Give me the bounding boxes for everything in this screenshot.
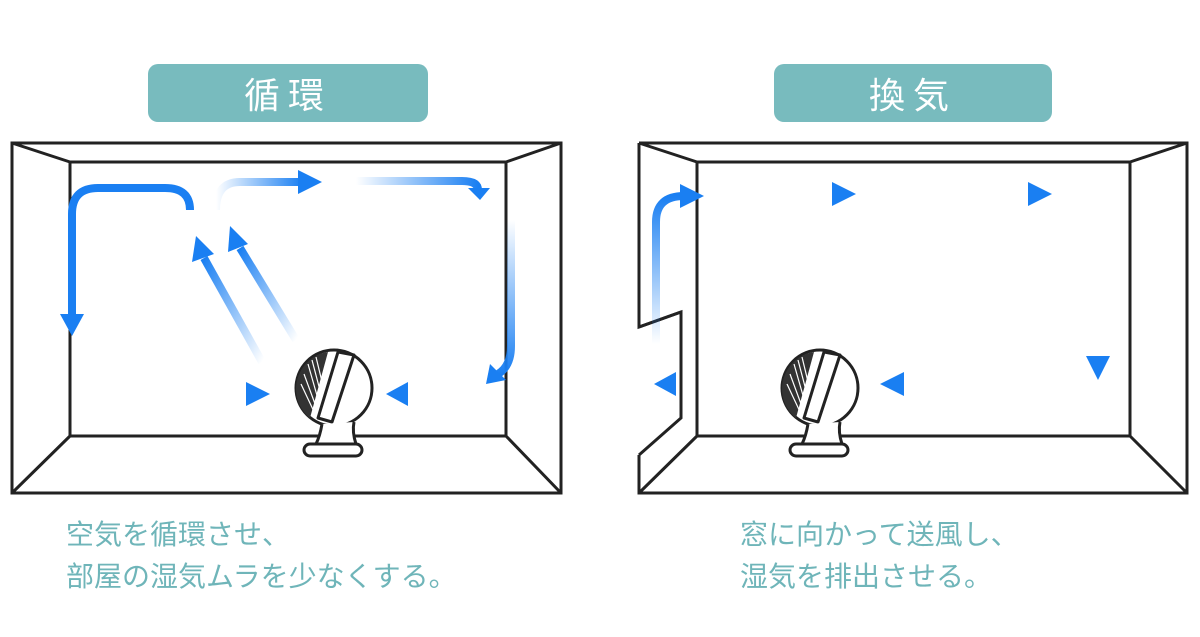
ventilation-caption-line2: 湿気を排出させる。 xyxy=(740,560,993,593)
circulation-caption: 空気を循環させ、 部屋の湿気ムラを少なくする。 xyxy=(66,514,457,598)
airflow-arrow-icon xyxy=(212,178,302,211)
airflow-arrow-icon xyxy=(880,372,904,396)
ventilation-title: 換気 xyxy=(868,76,957,117)
airflow-arrow-icon xyxy=(486,364,506,384)
airflow-arrow-icon xyxy=(1086,356,1110,380)
airflow-arrow-icon xyxy=(654,372,676,396)
airflow-arrow-icon xyxy=(236,245,300,343)
circulator-fan-icon xyxy=(294,348,374,458)
airflow-arrow-icon xyxy=(495,220,515,378)
ventilation-title-badge: 換気 xyxy=(774,64,1052,122)
airflow-arrow-icon xyxy=(200,256,266,364)
airflow-arrow-icon xyxy=(652,192,685,344)
airflow-arrow-icon xyxy=(386,382,408,406)
circulation-title-badge: 循環 xyxy=(148,64,428,122)
circulation-caption-line2: 部屋の湿気ムラを少なくする。 xyxy=(66,560,457,593)
airflow-arrow-icon xyxy=(60,314,84,336)
airflow-arrow-icon xyxy=(680,184,704,208)
airflow-arrow-icon xyxy=(832,182,856,206)
airflow-arrow-icon xyxy=(246,382,270,406)
airflow-arrow-icon xyxy=(298,170,322,194)
circulation-title: 循環 xyxy=(243,76,332,117)
airflow-arrow-icon xyxy=(228,226,248,252)
airflow-arrow-icon xyxy=(68,184,194,318)
airflow-arrow-icon xyxy=(1028,182,1052,206)
airflow-arrow-icon xyxy=(468,188,490,200)
airflow-arrow-icon xyxy=(192,236,214,262)
ventilation-caption-line1: 窓に向かって送風し、 xyxy=(740,518,1019,551)
airflow-arrow-icon xyxy=(356,177,482,191)
ventilation-airflow-arrows xyxy=(652,182,1110,396)
circulator-fan-icon xyxy=(780,348,860,458)
circulation-caption-line1: 空気を循環させ、 xyxy=(66,518,291,551)
ventilation-caption: 窓に向かって送風し、 湿気を排出させる。 xyxy=(740,514,1019,598)
circulation-airflow-arrows xyxy=(60,170,515,406)
